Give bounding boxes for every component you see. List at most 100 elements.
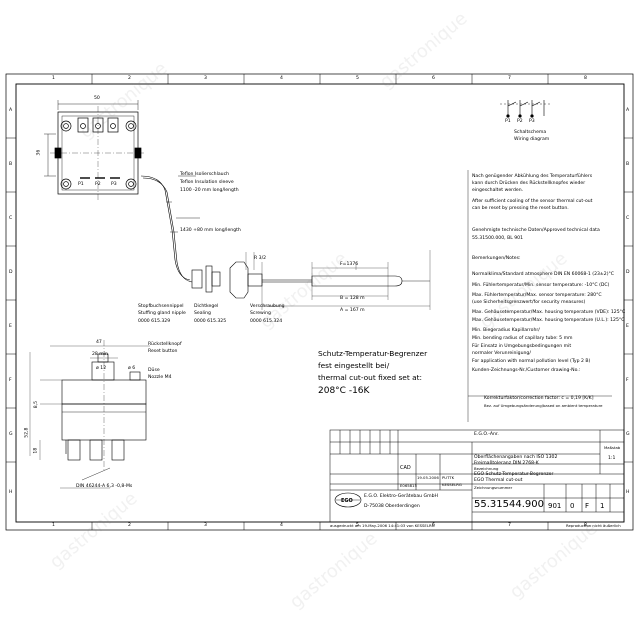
grid-row-label: A: [626, 108, 630, 113]
ego-nr-label: E.G.O.-Anr.: [474, 432, 499, 437]
part-name-en: Stuffing gland nipple: [138, 311, 186, 316]
grid-row-label: G: [9, 432, 13, 437]
note-line: After sufficient cooling of the sensor t…: [472, 199, 593, 204]
note-line: Min. Biegeradius Kapillarrohr/: [472, 328, 540, 333]
grid-row-label: A: [9, 108, 13, 113]
product-name-en: EGO Thermal cut-out: [474, 478, 523, 483]
grid-row-label: D: [9, 270, 13, 275]
checked-by: KESSELRG: [442, 482, 462, 487]
company-address: D-75038 Oberderdingen: [364, 504, 420, 509]
note-line: Max. Fühlertemperatur/Max. sensor temper…: [472, 293, 602, 298]
wiring-title-en: Wiring diagram: [514, 137, 550, 142]
grid-col-label: 5: [356, 76, 359, 81]
format: F: [585, 502, 590, 510]
grid-col-label: 4: [280, 76, 283, 81]
correction-factor: Korrekturfaktor/correction factor: c = 0…: [484, 396, 594, 401]
note-line: Für Einsatz in Umgebungsbedingungen mit: [472, 344, 572, 349]
tolerance: Freimaßtoleranz DIN 2768-K: [474, 461, 539, 466]
grid-col-label: 3: [204, 76, 207, 81]
grid-row-label: B: [9, 162, 13, 167]
notes-lines: [467, 170, 612, 422]
nozzle-label-en: Nozzle M4: [148, 375, 172, 380]
print-info: ausgedruckt am 19-May-2006 14:41:03 von …: [330, 523, 435, 528]
set-temperature: 208°C -16K: [318, 386, 370, 396]
author: PUTTK: [442, 475, 455, 480]
title-block: [329, 429, 625, 523]
outer-frame: [5, 73, 634, 531]
grid-col-label: 6: [432, 76, 435, 81]
wiring-terminal: P2: [517, 119, 523, 124]
part-name-en: Sealing: [194, 311, 211, 316]
grid-col-label: 1: [52, 523, 55, 528]
grid-col-label: 6: [432, 523, 435, 528]
note-line: Bemerkungen/Notes:: [472, 256, 521, 261]
fixed-set-en: thermal cut-out fixed set at:: [318, 373, 423, 382]
note-line: Min. Fühlertemperatur/Min. sensor temper…: [472, 283, 610, 288]
part-name-de: Verschraubung: [250, 304, 285, 309]
fixed-set-de: fest eingestellt bei/: [318, 361, 390, 370]
grid-col-label: 7: [508, 76, 511, 81]
note-line: can be reset by pressing the reset butto…: [472, 206, 569, 211]
grid-col-label: 5: [356, 523, 359, 528]
note-line: normaler Verunreinigung/: [472, 351, 531, 356]
dim-h2: 52,8: [24, 427, 30, 438]
note-line: 55.31500.000, BL 901: [472, 236, 524, 241]
height-dimension: 36: [36, 149, 42, 156]
grid-row-label: C: [626, 216, 630, 221]
scale-label: Maßstab: [604, 445, 621, 450]
file-no: E065815: [400, 483, 417, 488]
date: 19.05.2006: [417, 475, 439, 480]
device-title: Schutz-Temperatur-Begrenzer: [318, 349, 428, 358]
grid-row-label: H: [9, 490, 13, 495]
part-code: 0000 615.324: [250, 319, 283, 324]
note-line: eingeschaltet werden.: [472, 188, 524, 193]
dim-diameter: ø 12: [96, 366, 107, 371]
capillary-length: 1430 +80 mm long/length: [180, 228, 241, 233]
grid-ticks: [6, 74, 633, 530]
reproduction-note: Reproduction nicht äußerlich: [566, 523, 621, 528]
bezeichnung-label: Bezeichnung: [474, 466, 499, 471]
wiring-title-de: Schaltschema: [514, 130, 547, 135]
index: 0: [570, 502, 575, 510]
terminal-label: P3: [111, 182, 117, 187]
device-top-view: [44, 100, 146, 200]
note-line: Kunden-Zeichnungs-Nr./Customer drawing-N…: [472, 368, 581, 373]
correction-basis: Bez. auf Umgebungsänderung/based on ambi…: [484, 403, 603, 408]
drawing-number: 55.31544.900: [474, 499, 544, 510]
capillary-tube: [140, 175, 200, 283]
part-name-de: Dichtkegel: [194, 304, 219, 309]
wiring-terminal: P1: [505, 119, 511, 124]
grid-row-label: H: [626, 490, 630, 495]
reset-label-en: Reset button: [148, 349, 178, 354]
product-name-de: EGO Schutz-Temperatur-Begrenzer: [474, 472, 554, 477]
a-dimension: A = 167 m: [340, 308, 365, 313]
grid-col-label: 1: [52, 76, 55, 81]
dim-h3: 18: [33, 447, 39, 454]
width-dimension: 50: [94, 96, 100, 101]
sensor-assembly: [191, 250, 431, 310]
nozzle-label-de: Düse: [148, 368, 160, 373]
note-line: Max. Gehäusetemperatur/Max. housing temp…: [472, 310, 626, 315]
sleeve-label-en: Teflon Insulation sleeve: [180, 180, 234, 185]
note-line: Normalklima/Standard atmosphere DIN EN 6…: [472, 272, 614, 277]
note-line: Max. Gehäusetemperatur/Max. housing temp…: [472, 318, 625, 323]
note-line: Genehmigte technische Daten/Approved tec…: [472, 228, 600, 233]
grid-col-label: 3: [204, 523, 207, 528]
grid-row-label: E: [626, 324, 629, 329]
surface-basis: Oberflächenangaben nach ISO 1302: [474, 455, 558, 460]
note-line: For application with normal pollution le…: [472, 359, 591, 364]
part-name-en: Screwing: [250, 311, 271, 316]
f-dimension: F=1376: [340, 262, 359, 267]
grid-col-label: 8: [584, 76, 587, 81]
ego-logo: EGO: [334, 492, 362, 508]
note-line: Nach genügender Abkühlung des Temperatur…: [472, 174, 593, 179]
grid-row-label: D: [626, 270, 630, 275]
grid-row-label: C: [9, 216, 13, 221]
grid-row-label: F: [626, 378, 629, 383]
sheet-no: 1: [600, 502, 605, 510]
dim-width: 47: [96, 340, 102, 345]
wiring-diagram: [500, 100, 552, 118]
grid-col-label: 2: [128, 523, 131, 528]
grid-row-label: F: [9, 378, 12, 383]
